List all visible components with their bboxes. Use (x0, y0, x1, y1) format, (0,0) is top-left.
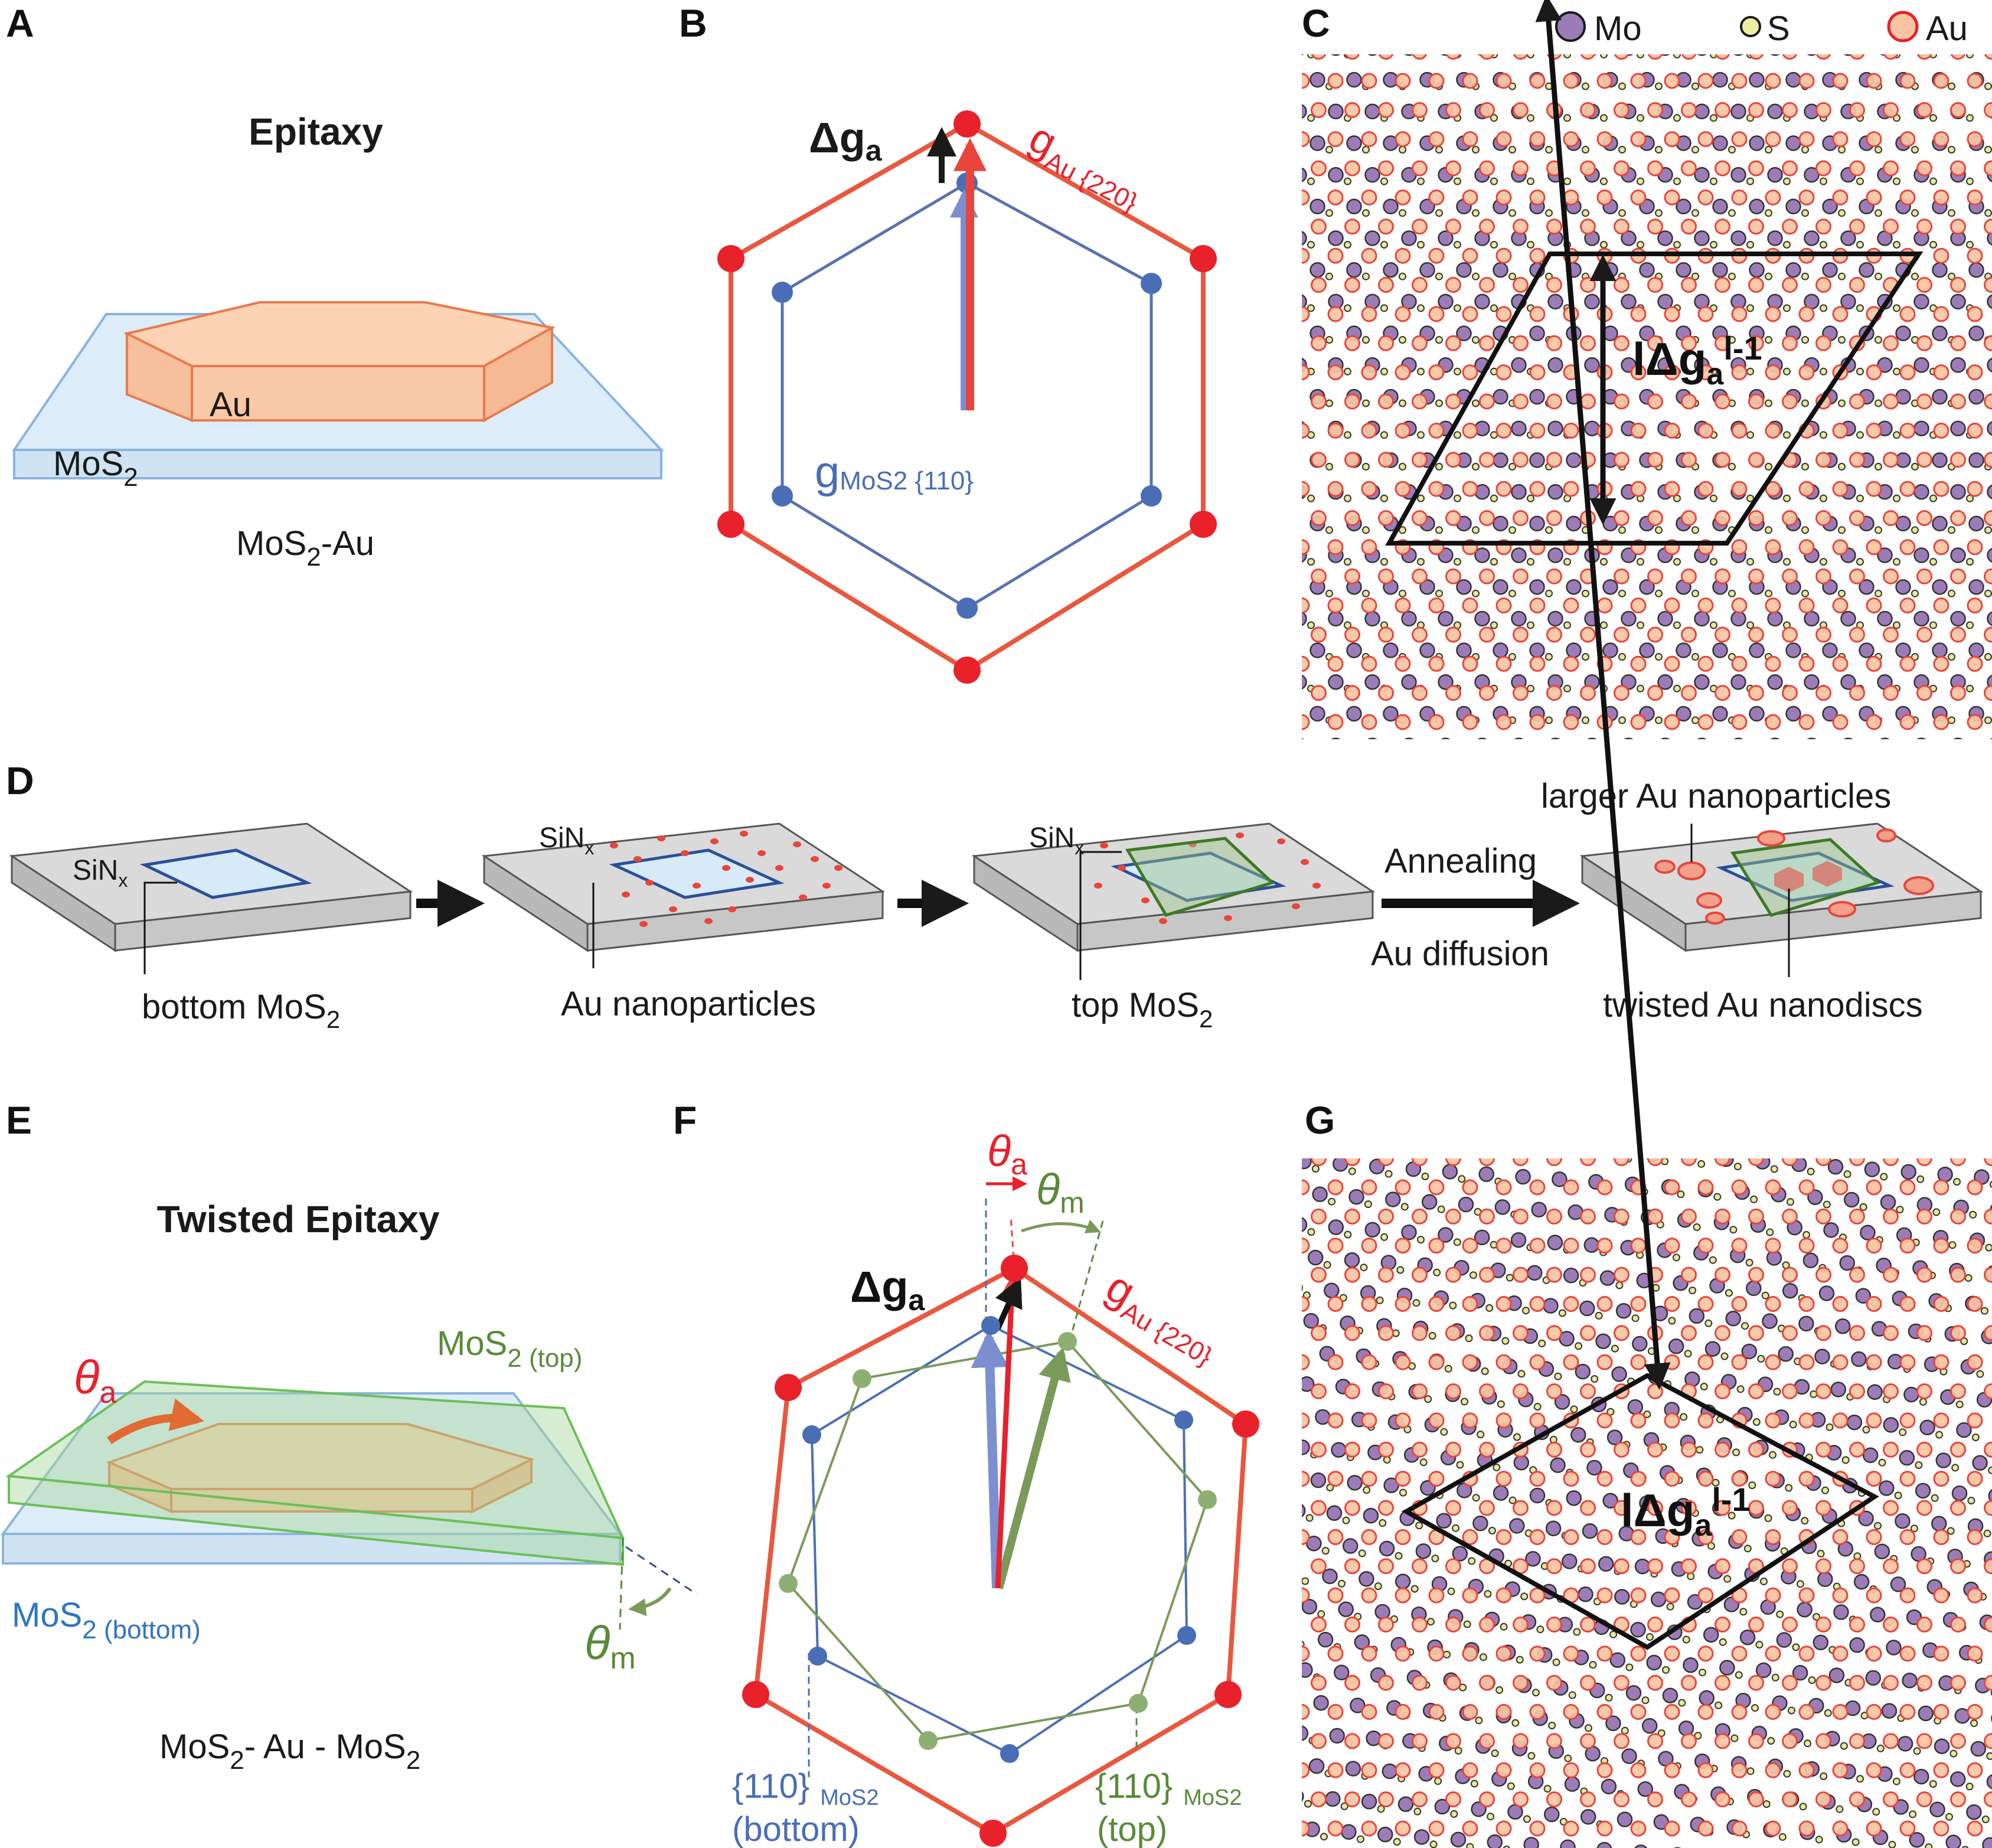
panel-g: lΔgal-1 (1302, 0, 1992, 1848)
panel-label-a: A (6, 1, 34, 45)
f-bottom-word-label: (bottom) (732, 1810, 860, 1848)
d-au-nanoparticles-label: Au nanoparticles (561, 985, 816, 1023)
d-sinx-label-2: SiNx (539, 822, 594, 858)
au-reciprocal-points (717, 110, 1217, 684)
d-larger-label: larger Au nanoparticles (1541, 777, 1891, 815)
e-top-edge-dash (619, 1537, 624, 1630)
delta-g-label: Δga (809, 115, 883, 167)
e-top-mos2-front (8, 1474, 624, 1566)
e-au-disc-right (471, 1457, 533, 1514)
f-bottom-index-label: {110}MoS2 (732, 1767, 879, 1810)
panel-label-e: E (6, 1098, 32, 1142)
d-step3-substrate: SiNx (971, 822, 1376, 980)
g-mos2-label: gMoS2 {110} (815, 447, 974, 497)
f-g-au-vector (995, 1274, 1023, 1589)
panel-a-caption: MoS2-Au (236, 524, 374, 572)
d-annealing-label: Annealing (1384, 842, 1537, 880)
d-au-nanoparticles (610, 831, 842, 927)
d-au-nanoparticles-3 (1094, 832, 1321, 924)
d-top-mos2-flake (1125, 837, 1275, 917)
f-theta-a-label: θa (987, 1127, 1027, 1181)
d-mos2-flake-2 (609, 848, 785, 899)
panel-e-title: Twisted Epitaxy (157, 1198, 440, 1240)
mo-legend-marker (1555, 11, 1586, 42)
d-larger-au-nanoparticles (1654, 828, 1934, 925)
f-g-bottom-vector (971, 1330, 1009, 1589)
f-delta-g-label: Δga (850, 1262, 925, 1317)
d-bottom-mos2-flake (139, 848, 312, 899)
panel-label-c: C (1302, 1, 1330, 45)
d-nanodisc-2 (1813, 861, 1842, 887)
panel-c: Mo S Au lΔgal-1 (1302, 9, 1992, 739)
panel-label-f: F (673, 1098, 697, 1142)
moire-period-arrow-g (1535, 0, 1671, 1390)
d-top-mos2-flake-4 (1730, 838, 1880, 917)
au-legend-marker (1887, 11, 1919, 43)
d-mos2-flake-4 (1716, 851, 1895, 902)
e-theta-m-label: θm (584, 1617, 636, 1676)
f-theta-m-arrow (1021, 1219, 1101, 1233)
au-disc-top (123, 301, 556, 367)
panel-label-d: D (6, 759, 34, 802)
d-sinx-label-1: SiNx (73, 855, 128, 891)
au-disc-right (483, 325, 553, 423)
f-au-axis (1010, 1216, 1015, 1269)
f-theta-m-label: θm (1036, 1165, 1085, 1219)
panel-label-b: B (679, 1, 707, 45)
f-g-top-vector (995, 1347, 1071, 1589)
moire-cell-c (1385, 252, 1924, 546)
panel-a-title: Epitaxy (249, 110, 383, 153)
d-twisted-label: twisted Au nanodiscs (1603, 986, 1923, 1024)
e-bottom-edge-dash (625, 1546, 697, 1595)
f-au-points (742, 1255, 1259, 1847)
e-theta-a-label: θa (74, 1351, 116, 1410)
panel-b: Δga gAu {220} gMoS2 {110} (717, 110, 1217, 684)
f-top-word-label: (top) (1097, 1810, 1167, 1848)
d-nanodisc-1 (1774, 867, 1804, 893)
f-delta-g-arrow (995, 1276, 1023, 1330)
mos2-label: MoS2 (53, 445, 138, 492)
d-diffusion-label: Au diffusion (1371, 935, 1549, 973)
panel-f: θa θm Δga gAu {220} {110}MoS2 (bottom) {… (732, 1127, 1259, 1848)
legend-au: Au (1926, 9, 1968, 48)
e-theta-a-arrow (107, 1398, 204, 1444)
f-top-mos2-points (779, 1332, 1217, 1750)
moire-period-label-g: lΔgal-1 (1621, 1481, 1751, 1543)
legend-s: S (1767, 9, 1790, 48)
f-top-index-label: {110}MoS2 (1095, 1767, 1242, 1810)
panel-d: SiNx bottom MoS2 SiNx Au nanoparticles S… (9, 777, 1984, 1033)
panel-e-caption: MoS2- Au - MoS2 (159, 1728, 420, 1775)
f-g-au-label: gAu {220} (1095, 1262, 1230, 1372)
moire-cell-g (1401, 1373, 1879, 1650)
f-top-axis-upper (1069, 1220, 1104, 1341)
panel-e: Twisted Epitaxy θa MoS2 (top) θm MoS2 (b… (1, 1198, 697, 1775)
d-mos2-flake-3 (1111, 851, 1286, 902)
d-top-mos2-label: top MoS2 (1072, 986, 1213, 1033)
e-top-mos2-label: MoS2 (top) (437, 1324, 582, 1373)
au-label: Au (210, 386, 252, 424)
panel-a: Epitaxy Au MoS2 MoS2-Au (12, 110, 664, 572)
panel-label-g: G (1305, 1098, 1335, 1142)
d-step2-substrate: SiNx (481, 822, 886, 968)
d-step1-substrate: SiNx (9, 822, 413, 974)
e-theta-m-arrow (628, 1587, 672, 1617)
d-sinx-label-3: SiNx (1029, 822, 1084, 858)
d-bottom-mos2-label: bottom MoS2 (142, 988, 340, 1033)
legend: Mo S Au (1555, 9, 1968, 48)
s-legend-marker (1740, 16, 1761, 37)
e-bottom-mos2-label: MoS2 (bottom) (12, 1596, 201, 1644)
f-bottom-mos2-points (802, 1316, 1196, 1763)
legend-mo: Mo (1594, 9, 1642, 48)
d-step4-substrate (1579, 822, 1984, 977)
